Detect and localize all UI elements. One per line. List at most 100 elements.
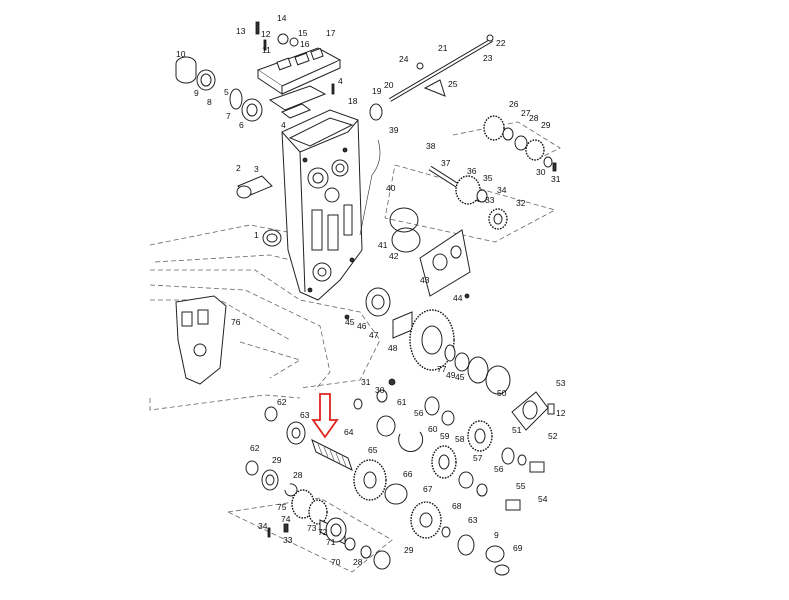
part-label-34: 34 <box>497 185 507 195</box>
part-label-12: 12 <box>556 408 566 418</box>
part-label-72: 72 <box>318 527 328 537</box>
part-label-71: 71 <box>326 537 336 547</box>
part-label-67: 67 <box>423 484 433 494</box>
left-input-parts <box>175 56 282 247</box>
part-label-36: 36 <box>467 166 477 176</box>
part-label-47: 47 <box>369 330 379 340</box>
part-label-31: 31 <box>361 377 371 387</box>
part-label-1: 1 <box>254 230 259 240</box>
part-label-42: 42 <box>389 251 399 261</box>
part-label-16: 16 <box>300 39 310 49</box>
part-label-39: 39 <box>389 125 399 135</box>
part-label-4: 4 <box>338 76 343 86</box>
part-label-15: 15 <box>298 28 308 38</box>
part-label-52: 52 <box>548 431 558 441</box>
part-label-18: 18 <box>348 96 358 106</box>
part-label-49: 49 <box>446 370 456 380</box>
part-label-30: 30 <box>536 167 546 177</box>
part-label-9: 9 <box>494 530 499 540</box>
part-label-75: 75 <box>277 502 287 512</box>
large-gear-assembly <box>392 309 511 395</box>
part-label-77: 77 <box>437 364 447 374</box>
part-label-55: 55 <box>516 481 526 491</box>
part-label-6: 6 <box>239 120 244 130</box>
part-label-73: 73 <box>307 523 317 533</box>
part-label-5: 5 <box>224 87 229 97</box>
part-label-56: 56 <box>494 464 504 474</box>
part-label-29: 29 <box>404 545 414 555</box>
part-label-63: 63 <box>300 410 310 420</box>
part-label-32: 32 <box>516 198 526 208</box>
part-label-70: 70 <box>331 557 341 567</box>
part-label-24: 24 <box>399 54 409 64</box>
part-label-46: 46 <box>357 321 367 331</box>
part-label-34: 34 <box>258 521 268 531</box>
part-label-43: 43 <box>420 275 430 285</box>
lower-left-gear-cluster <box>267 489 391 570</box>
part-label-11: 11 <box>262 45 271 55</box>
part-label-31: 31 <box>551 174 561 184</box>
part-label-61: 61 <box>397 397 407 407</box>
part-label-28: 28 <box>529 113 539 123</box>
part-label-35: 35 <box>483 173 493 183</box>
part-label-22: 22 <box>496 38 506 48</box>
part-label-62: 62 <box>277 397 287 407</box>
part-label-30: 30 <box>375 385 385 395</box>
part-label-66: 66 <box>403 469 413 479</box>
part-label-64: 64 <box>344 427 354 437</box>
part-label-25: 25 <box>448 79 458 89</box>
part-label-29: 29 <box>541 120 551 130</box>
output-shaft-assembly <box>245 406 510 576</box>
part-label-41: 41 <box>378 240 388 250</box>
part-label-27: 27 <box>521 108 531 118</box>
part-label-20: 20 <box>384 80 394 90</box>
part-label-13: 13 <box>236 26 246 36</box>
part-label-10: 10 <box>176 49 186 59</box>
part-label-54: 54 <box>538 494 548 504</box>
lower-gear-train <box>353 378 555 511</box>
shift-shaft <box>359 34 494 236</box>
part-label-62: 62 <box>250 443 260 453</box>
part-label-7: 7 <box>226 111 231 121</box>
part-label-69: 69 <box>513 543 523 553</box>
part-label-63: 63 <box>468 515 478 525</box>
part-label-45: 45 <box>345 317 355 327</box>
gearbox-housing <box>281 109 363 301</box>
part-label-28: 28 <box>293 470 303 480</box>
part-label-53: 53 <box>556 378 566 388</box>
part-label-38: 38 <box>426 141 436 151</box>
part-label-48: 48 <box>388 343 398 353</box>
part-label-45: 45 <box>455 372 465 382</box>
part-label-17: 17 <box>326 28 336 38</box>
part-label-56: 56 <box>414 408 424 418</box>
part-label-9: 9 <box>194 88 199 98</box>
mini-housing-76 <box>175 295 227 385</box>
part-label-14: 14 <box>277 13 287 23</box>
part-label-50: 50 <box>497 388 507 398</box>
part-label-21: 21 <box>438 43 448 53</box>
part-label-37: 37 <box>441 158 451 168</box>
part-label-2: 2 <box>236 163 241 173</box>
part-label-29: 29 <box>272 455 282 465</box>
part-label-76: 76 <box>231 317 241 327</box>
part-label-51: 51 <box>512 425 522 435</box>
part-label-8: 8 <box>207 97 212 107</box>
part-label-40: 40 <box>386 183 396 193</box>
part-label-4: 4 <box>281 120 286 130</box>
top-cover-assembly <box>255 21 342 119</box>
part-label-58: 58 <box>455 434 465 444</box>
part-label-59: 59 <box>440 431 450 441</box>
part-label-26: 26 <box>509 99 519 109</box>
part-label-57: 57 <box>473 453 483 463</box>
highlight-arrow <box>311 393 339 439</box>
part-label-60: 60 <box>428 424 438 434</box>
part-label-68: 68 <box>452 501 462 511</box>
part-label-23: 23 <box>483 53 493 63</box>
upper-gear-cluster <box>428 115 557 230</box>
part-label-33: 33 <box>485 195 495 205</box>
part-label-44: 44 <box>453 293 463 303</box>
side-cover <box>344 207 471 320</box>
part-label-3: 3 <box>254 164 259 174</box>
